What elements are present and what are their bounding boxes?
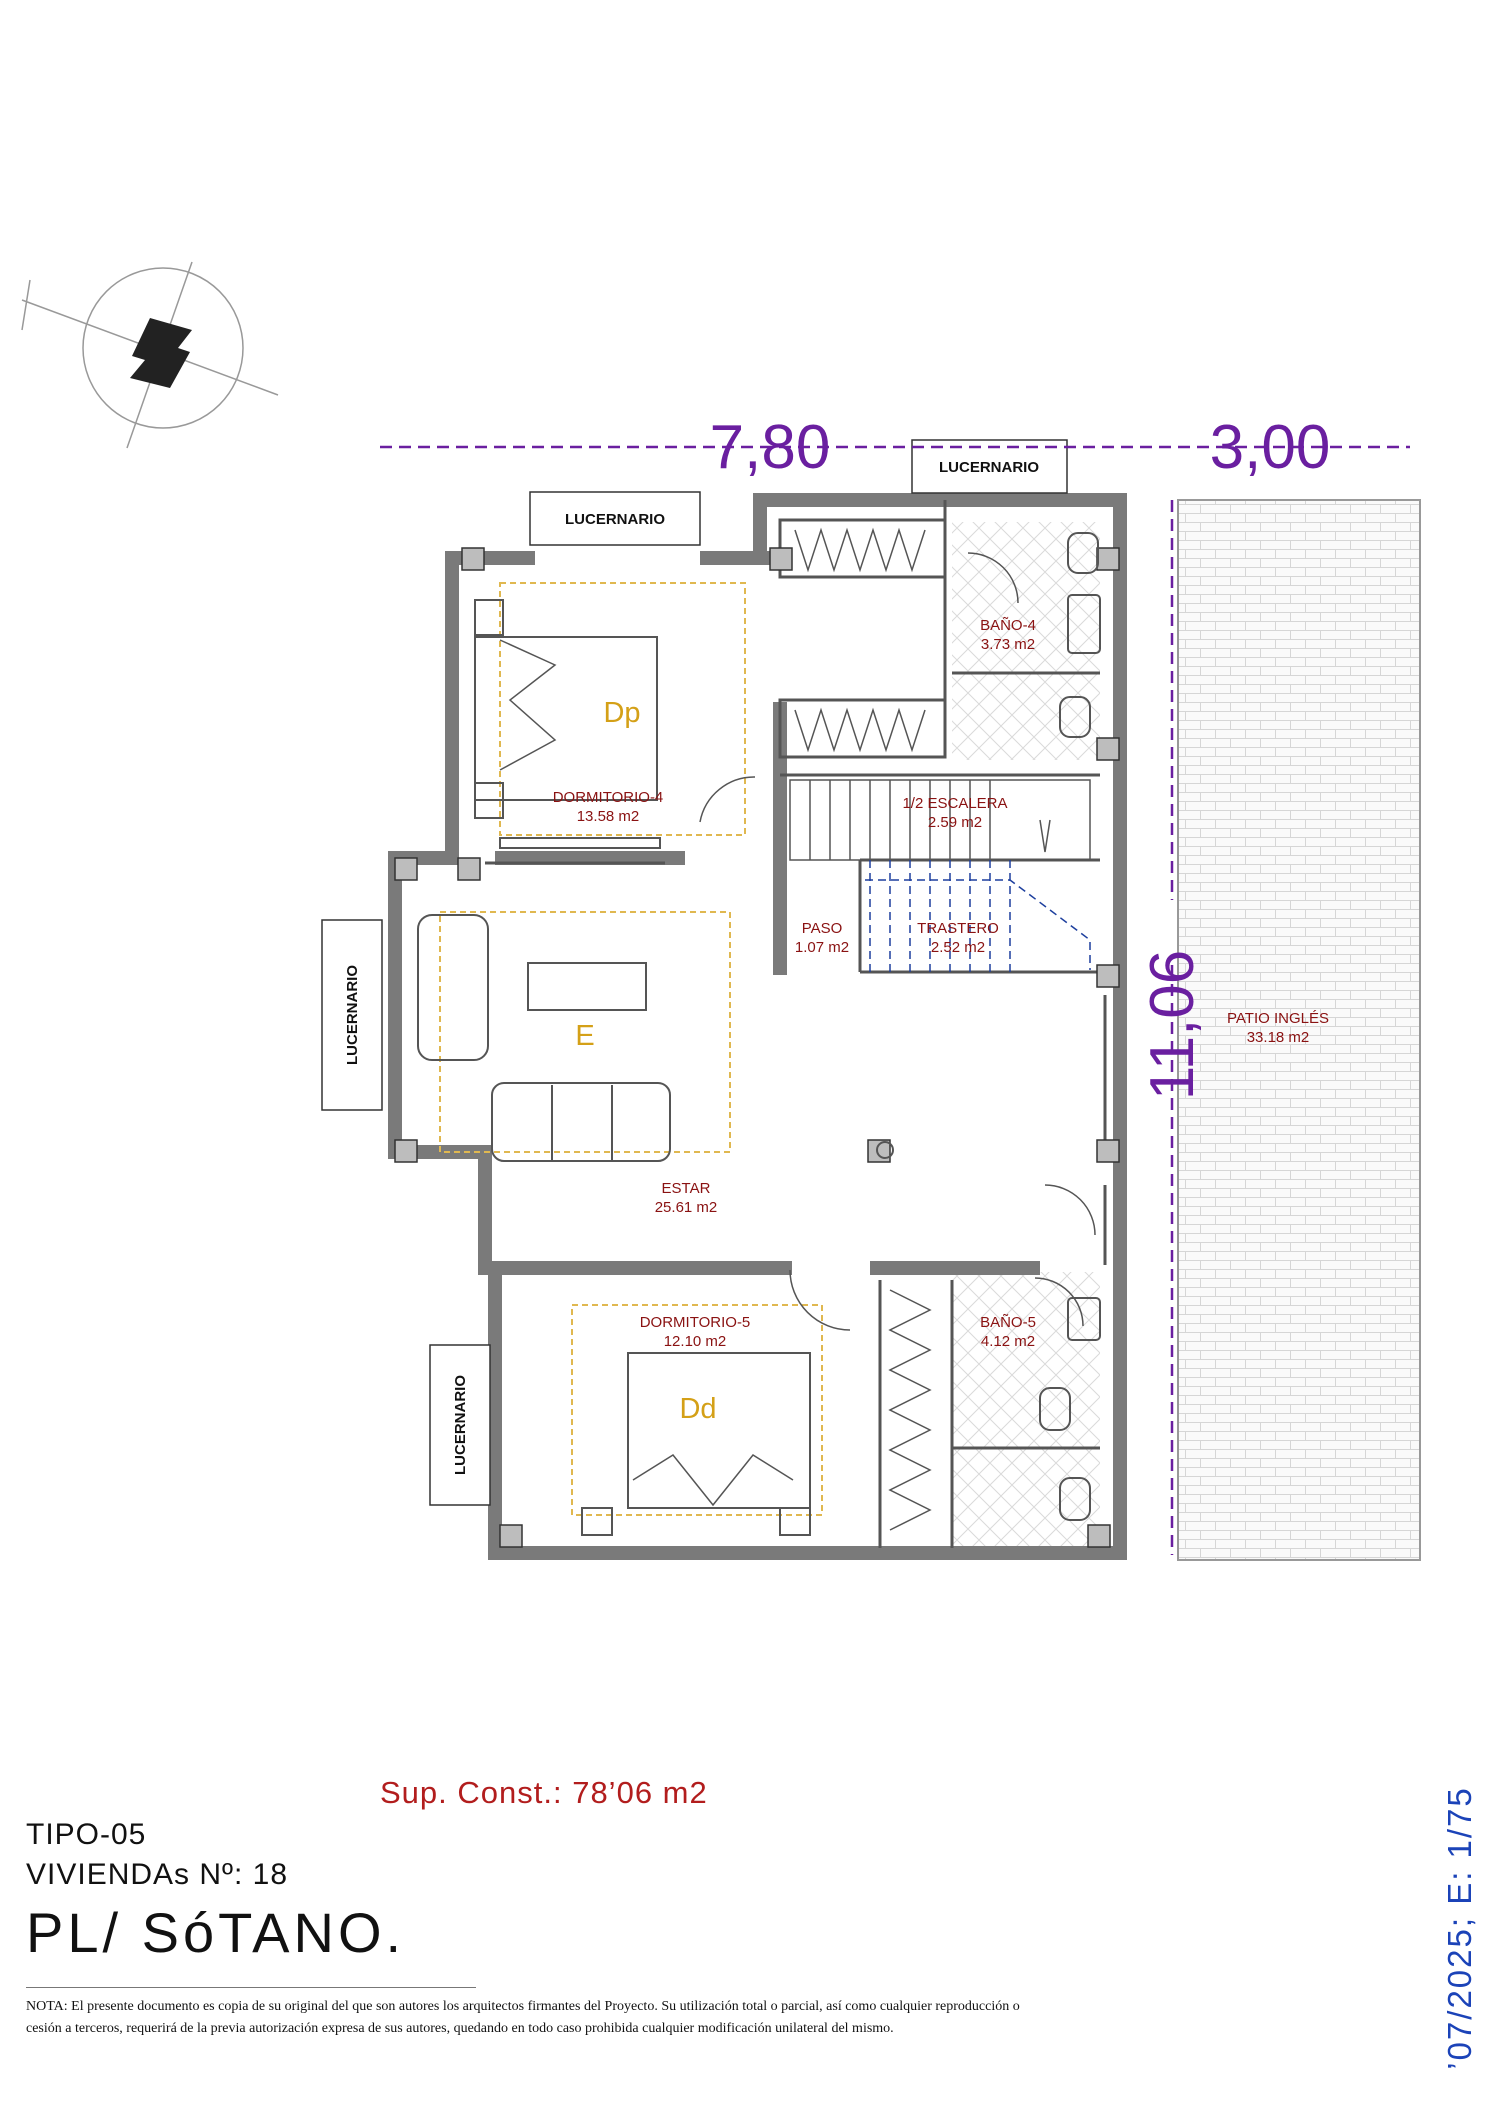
date-scale-label: ’07/2025; E: 1/75	[1441, 1786, 1478, 2070]
legal-note: NOTA: El presente documento es copia de …	[26, 1999, 1020, 2036]
bano-5-floor	[952, 1272, 1100, 1548]
skylight-bottom-left	[429, 1344, 491, 1506]
doors	[699, 552, 1096, 1331]
floor-title: PL/ SóTANO.	[26, 1901, 406, 1964]
bed-code-dd: Dd	[679, 1393, 716, 1425]
room-name-bano-5: BAÑO-5	[980, 1314, 1036, 1331]
room-labels: Dp DORMITORIO-4 13.58 m2 BAÑO-4 3.73 m2 …	[553, 617, 1329, 1425]
room-area-trastero: 2.52 m2	[931, 939, 985, 956]
dimension-depth: 11,06	[1138, 950, 1207, 1101]
room-name-paso: PASO	[802, 920, 843, 937]
room-name-dormitorio-4: DORMITORIO-4	[553, 789, 664, 806]
column-markers	[394, 547, 1120, 1548]
room-name-dormitorio-5: DORMITORIO-5	[640, 1314, 751, 1331]
skylight-top-right	[911, 439, 1068, 494]
walls	[388, 493, 1127, 1560]
room-name-bano-4: BAÑO-4	[980, 617, 1036, 634]
sofa-left	[417, 914, 489, 1061]
room-name-trastero: TRASTERO	[917, 920, 999, 937]
dwellings-count: VIVIENDAs Nº: 18	[26, 1858, 289, 1891]
room-area-bano-5: 4.12 m2	[981, 1333, 1035, 1350]
bed-code-dp: Dp	[603, 697, 640, 729]
wardrobes	[794, 527, 932, 1531]
bed-dormitorio-4	[474, 636, 658, 801]
constructed-area: Sup. Const.: 78’06 m2	[380, 1775, 708, 1810]
room-area-bano-4: 3.73 m2	[981, 636, 1035, 653]
skylight-label: LUCERNARIO	[344, 965, 361, 1065]
room-name-escalera: 1/2 ESCALERA	[902, 795, 1007, 812]
room-area-patio: 33.18 m2	[1247, 1029, 1310, 1046]
title-divider	[26, 1987, 476, 1988]
patio-ingles	[1177, 499, 1421, 1561]
skylight-left	[321, 919, 383, 1111]
room-area-paso: 1.07 m2	[795, 939, 849, 956]
bano-4-floor	[952, 522, 1100, 760]
north-arrow-icon	[21, 261, 279, 449]
sofa-bottom	[491, 1082, 671, 1162]
dimension-width-main: 7,80	[710, 413, 831, 482]
type-label: TIPO-05	[26, 1818, 147, 1851]
room-area-escalera: 2.59 m2	[928, 814, 982, 831]
room-name-estar: ESTAR	[662, 1180, 711, 1197]
dimension-lines	[380, 445, 1410, 1555]
room-name-patio: PATIO INGLÉS	[1227, 1010, 1329, 1027]
skylight-label: LUCERNARIO	[939, 459, 1039, 476]
furniture	[417, 532, 1101, 1536]
room-area-dormitorio-4: 13.58 m2	[577, 808, 640, 825]
bed-dormitorio-5	[627, 1352, 811, 1509]
room-area-dormitorio-5: 12.10 m2	[664, 1333, 727, 1350]
dimension-width-patio: 3,00	[1210, 413, 1331, 482]
zone-code-e: E	[575, 1020, 594, 1052]
skylight-label: LUCERNARIO	[452, 1375, 469, 1475]
room-area-estar: 25.61 m2	[655, 1199, 718, 1216]
skylights: LUCERNARIO LUCERNARIO LUCERNARIO LUCERNA…	[321, 439, 1068, 1506]
zone-outlines	[439, 582, 823, 1516]
skylight-label: LUCERNARIO	[565, 511, 665, 528]
stairs	[789, 779, 1091, 975]
skylight-top-left	[529, 491, 701, 546]
